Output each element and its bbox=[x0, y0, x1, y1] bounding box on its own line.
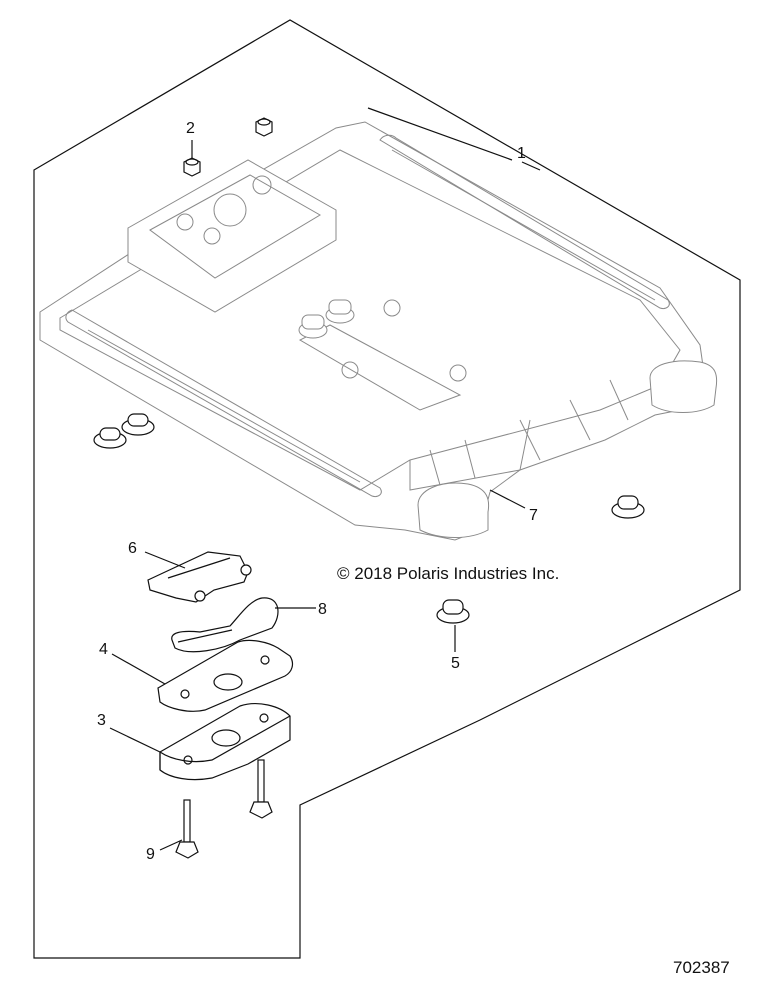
leader-line-7 bbox=[489, 489, 526, 509]
kit-boundary-frame bbox=[33, 19, 741, 959]
leader-line-9 bbox=[159, 839, 183, 851]
callout-1: 1 bbox=[517, 145, 526, 162]
callout-4: 4 bbox=[99, 641, 108, 658]
callout-3: 3 bbox=[97, 712, 106, 729]
callout-8: 8 bbox=[318, 601, 327, 618]
plate-part bbox=[157, 639, 294, 712]
bolt-part bbox=[175, 759, 273, 859]
latch-part bbox=[147, 551, 252, 603]
leader-line-6 bbox=[144, 551, 186, 569]
drawing-number: 702387 bbox=[673, 958, 730, 977]
callout-9: 9 bbox=[146, 846, 155, 863]
leader-line-4 bbox=[111, 653, 166, 685]
callout-7: 7 bbox=[529, 507, 538, 524]
copyright-notice: © 2018 Polaris Industries Inc. bbox=[337, 564, 559, 583]
callout-2: 2 bbox=[186, 120, 195, 137]
leader-line-3 bbox=[109, 727, 161, 753]
seat-base-part bbox=[39, 121, 718, 541]
leader-line-1b bbox=[521, 161, 541, 171]
callout-6: 6 bbox=[128, 540, 137, 557]
base-plate-part bbox=[159, 703, 291, 781]
spring-part bbox=[171, 597, 279, 653]
callout-5: 5 bbox=[451, 655, 460, 672]
leader-line-1 bbox=[367, 107, 513, 161]
bumper-part bbox=[93, 413, 645, 624]
